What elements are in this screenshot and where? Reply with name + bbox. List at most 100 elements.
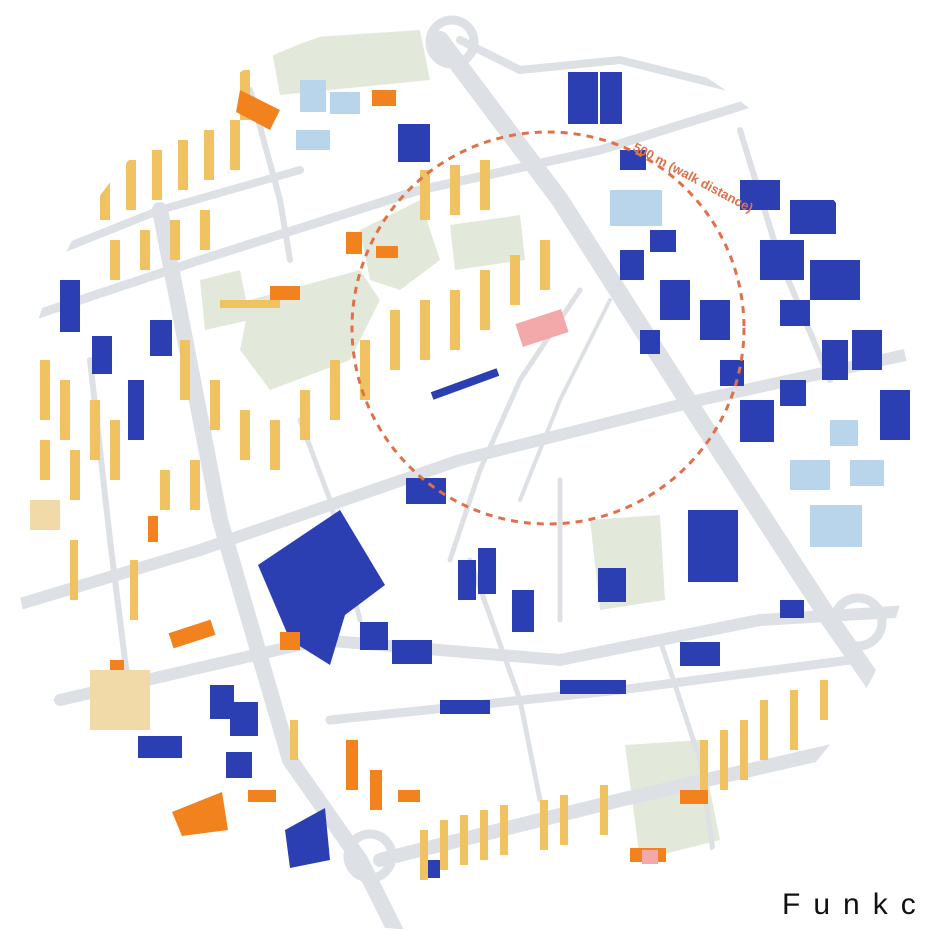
building-residential (460, 815, 468, 865)
building-commercial (780, 300, 810, 326)
building-commercial (822, 340, 848, 380)
building-public (248, 790, 276, 802)
building-residential (70, 450, 80, 500)
building-commercial (128, 380, 144, 440)
building-residential (40, 440, 50, 480)
building-commercial (760, 240, 804, 280)
building-residential (60, 380, 70, 440)
building-commercial (790, 200, 836, 234)
building-commercial (810, 260, 860, 300)
roundabouts (343, 15, 887, 883)
building-light (610, 190, 662, 226)
building-residential (450, 290, 460, 350)
building-residential (178, 140, 188, 190)
building-residential (540, 800, 548, 850)
roundabout (829, 593, 887, 651)
building-commercial (440, 700, 490, 714)
building-public (372, 90, 396, 106)
building-commercial (60, 280, 80, 332)
building-residential (700, 740, 708, 800)
building-residential (510, 255, 520, 305)
building-commercial (138, 736, 182, 758)
building-public (346, 740, 358, 790)
top-road (456, 36, 744, 94)
building-residential (740, 720, 748, 780)
building-commercial (660, 280, 690, 320)
building-commercial (650, 230, 676, 252)
building-commercial (680, 642, 720, 666)
building-public (280, 632, 300, 650)
building-public (168, 619, 216, 649)
building-commercial (720, 360, 744, 386)
building-commercial (398, 124, 430, 162)
building-residential (190, 460, 200, 510)
building-public (370, 770, 382, 810)
roundabout (425, 15, 479, 69)
building-commercial (688, 510, 738, 582)
building-residential (100, 170, 110, 220)
building-commercial (852, 330, 882, 370)
building-commercial (560, 680, 626, 694)
building-commercial (458, 560, 476, 600)
building-light (330, 92, 360, 114)
local-street (467, 557, 543, 803)
building-residential (200, 210, 210, 250)
building-public (398, 790, 420, 802)
local-street (247, 87, 293, 263)
building-light (296, 130, 330, 150)
building-residential (480, 270, 490, 330)
building-special (515, 309, 569, 347)
building-residential (360, 340, 370, 400)
building-commercial (640, 330, 660, 354)
building-commercial (226, 752, 252, 778)
building-commercial (285, 808, 330, 868)
building-commercial (150, 320, 172, 356)
building-residential (500, 805, 508, 855)
building-residential (420, 300, 430, 360)
light-commercial-buildings (296, 80, 884, 547)
building-public (236, 90, 280, 130)
building-commercial (700, 300, 730, 340)
building-residential (140, 230, 150, 270)
building-commercial (880, 390, 910, 440)
building-light (830, 420, 858, 446)
building-residential (720, 730, 728, 790)
building-commercial (92, 336, 112, 374)
building-residential (180, 340, 190, 400)
south-road (54, 604, 919, 706)
building-residential (440, 820, 448, 870)
building-public (172, 792, 228, 836)
building-public (346, 232, 362, 254)
building-residential (110, 420, 120, 480)
building-commercial (780, 600, 804, 618)
building-residential (210, 380, 220, 430)
building-commercial (360, 622, 388, 650)
building-light (850, 460, 884, 486)
building-residential (70, 540, 78, 600)
north-road-2 (56, 166, 304, 254)
building-commercial (600, 72, 622, 124)
rail-line (518, 298, 612, 502)
building-residential (290, 720, 298, 760)
building-public (376, 246, 398, 258)
park-area (360, 200, 440, 290)
building-residential (170, 220, 180, 260)
main-avenue (431, 31, 909, 729)
building-residential (330, 360, 340, 420)
map-caption: Funkc (782, 888, 928, 921)
building-residential (126, 160, 136, 210)
building-residential (160, 470, 170, 510)
building-residential (450, 165, 460, 215)
building-residential (230, 120, 240, 170)
building-commercial (512, 590, 534, 632)
building-residential (480, 160, 490, 210)
building-residential (480, 810, 488, 860)
residential-buildings (30, 70, 828, 880)
building-commercial (430, 368, 500, 400)
special-buildings (515, 309, 658, 864)
roundabout (343, 829, 397, 883)
building-commercial (598, 568, 626, 602)
building-residential (40, 360, 50, 420)
commercial-buildings (60, 72, 910, 878)
